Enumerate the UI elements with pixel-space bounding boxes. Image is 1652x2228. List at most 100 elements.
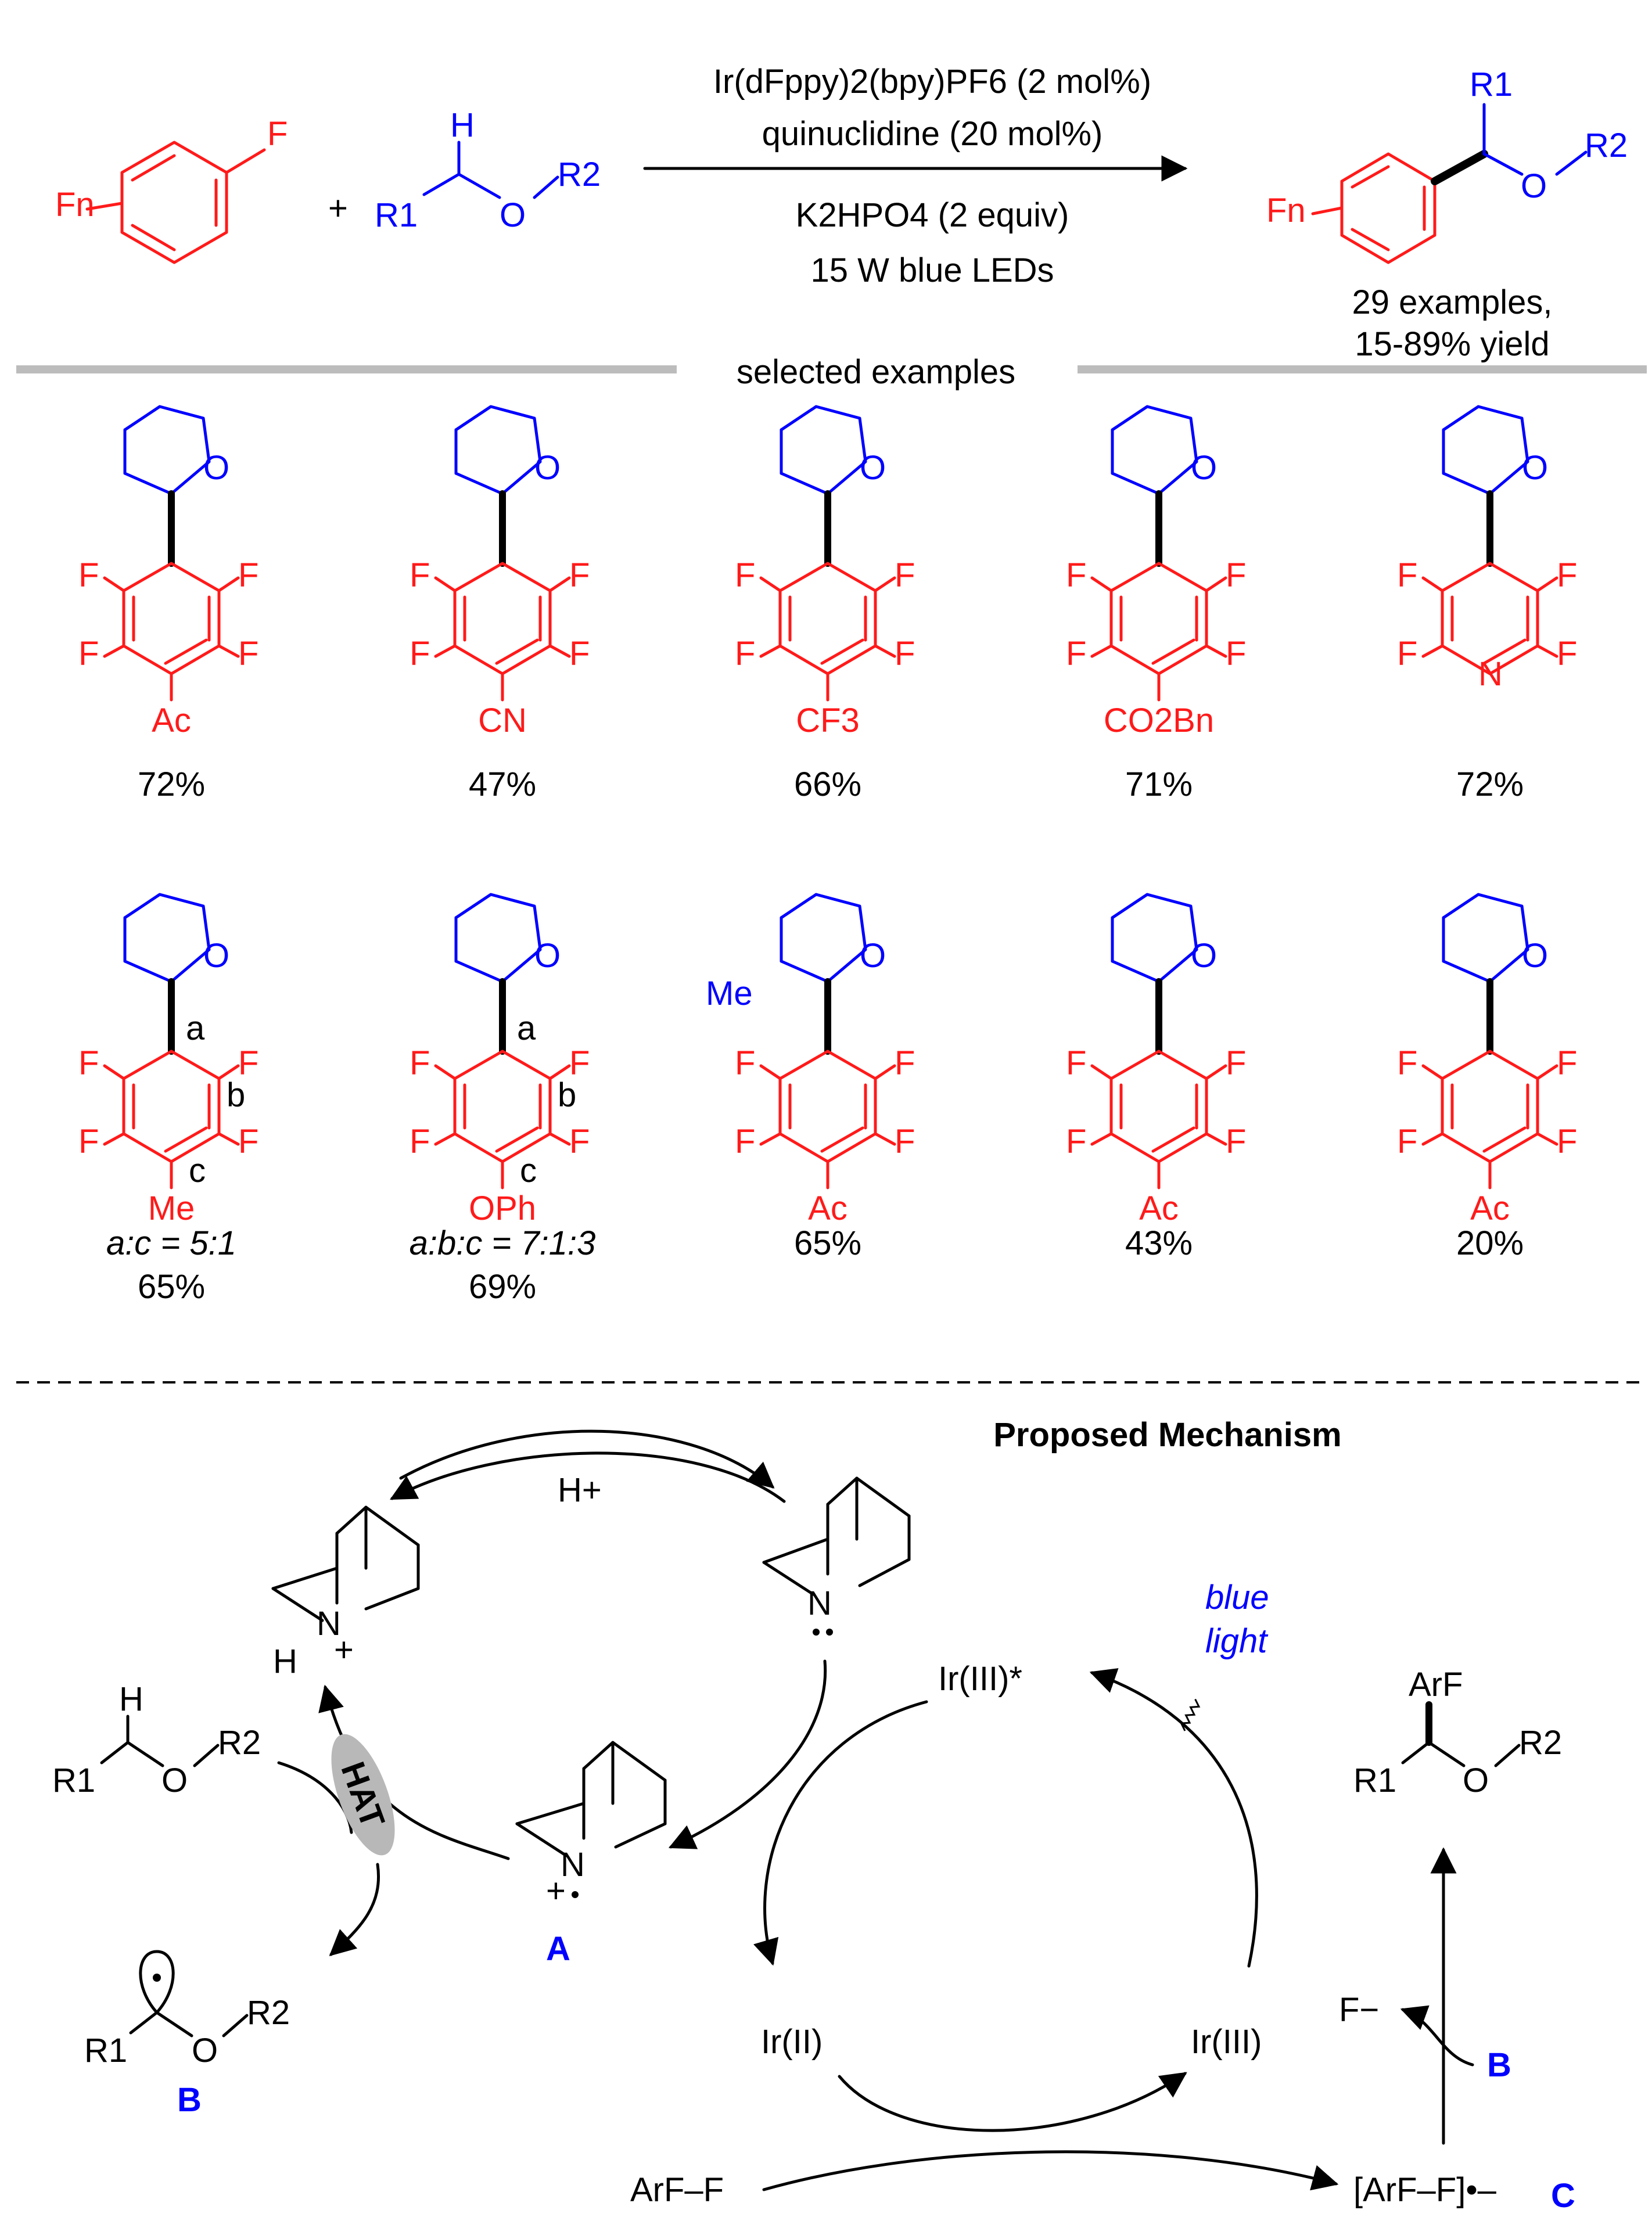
radical-b-structure: R1 O R2 B bbox=[84, 1950, 290, 2119]
fluorine-1: F bbox=[78, 1044, 99, 1082]
ether-r2-label: R2 bbox=[558, 156, 601, 193]
para-substituent: CN bbox=[478, 702, 527, 739]
fluorine-3: F bbox=[735, 1123, 755, 1160]
fluorine-3: F bbox=[410, 1123, 430, 1160]
ring-oxygen: O bbox=[1191, 937, 1217, 975]
position-b: b bbox=[227, 1076, 245, 1114]
yield-label: 20% bbox=[1456, 1224, 1524, 1262]
h-plus-label: H+ bbox=[558, 1471, 602, 1509]
fluorine-1: F bbox=[1397, 556, 1417, 594]
product-fn-label: Fn bbox=[1266, 192, 1306, 229]
reactant-f-label: F bbox=[267, 115, 288, 153]
reactant-fluoroarene: F Fn bbox=[55, 115, 288, 264]
fluorine-4: F bbox=[238, 635, 258, 673]
fluorine-2: F bbox=[1226, 1044, 1246, 1082]
reactant-ether: H R1 O R2 bbox=[375, 106, 601, 234]
quinuclidine-structure: N bbox=[762, 1476, 911, 1636]
set-arrow bbox=[838, 2072, 1187, 2132]
yield-label: 65% bbox=[138, 1268, 205, 1306]
yield-label: 69% bbox=[469, 1268, 536, 1306]
para-substituent: Ac bbox=[1470, 1190, 1510, 1227]
fluorine-3: F bbox=[78, 635, 99, 673]
mech-product-o: O bbox=[1463, 1762, 1489, 1799]
radical-r1: R1 bbox=[84, 2032, 127, 2069]
fluorine-3: F bbox=[410, 635, 430, 673]
summary-line-1: 29 examples, bbox=[1352, 283, 1553, 321]
label-b-radical: B bbox=[177, 2081, 202, 2119]
proton-arrow-right bbox=[399, 1429, 775, 1489]
fluorine-3: F bbox=[1397, 635, 1417, 673]
radical-r2: R2 bbox=[247, 1994, 290, 2032]
mech-ether-r1: R1 bbox=[52, 1762, 95, 1799]
mech-ether-h: H bbox=[119, 1680, 143, 1718]
ir-ii-label: Ir(II) bbox=[761, 2023, 823, 2061]
quinuclidine-n: N bbox=[807, 1584, 832, 1622]
methyl-label: Me bbox=[706, 975, 753, 1012]
fluorine-3: F bbox=[735, 635, 755, 673]
hat-radical-out bbox=[329, 1863, 380, 1957]
quinuclidinium-h: H bbox=[273, 1643, 297, 1680]
fluorine-4: F bbox=[569, 635, 590, 673]
fluorine-3: F bbox=[78, 1123, 99, 1160]
radical-o: O bbox=[192, 2032, 218, 2069]
radical-cation-n: N bbox=[561, 1846, 585, 1884]
product-r2-label: R2 bbox=[1585, 127, 1628, 164]
proton-arrow-left bbox=[390, 1451, 786, 1503]
fluorine-2: F bbox=[238, 1044, 258, 1082]
regio-ratio: a:b:c = 7:1:3 bbox=[410, 1224, 596, 1262]
label-a: A bbox=[546, 1930, 570, 1968]
fluorine-1: F bbox=[410, 1044, 430, 1082]
f-minus-label: F− bbox=[1339, 1991, 1379, 2029]
position-c: c bbox=[520, 1152, 537, 1190]
label-c: C bbox=[1551, 2177, 1575, 2215]
fluorine-4: F bbox=[1226, 1123, 1246, 1160]
fluorine-3: F bbox=[1397, 1123, 1417, 1160]
yield-label: 47% bbox=[469, 766, 536, 803]
fluorine-3: F bbox=[1066, 1123, 1086, 1160]
fluorine-1: F bbox=[1397, 1044, 1417, 1082]
para-substituent: CO2Bn bbox=[1104, 702, 1214, 739]
summary-line-2: 15-89% yield bbox=[1355, 325, 1549, 363]
oxidation-arrow bbox=[668, 1659, 827, 1849]
mech-product-arf: ArF bbox=[1409, 1666, 1463, 1704]
ring-oxygen: O bbox=[1522, 449, 1548, 487]
radical-cation-plus: + bbox=[546, 1872, 566, 1910]
para-substituent: Ac bbox=[808, 1190, 847, 1227]
ring-oxygen: O bbox=[860, 937, 886, 975]
fluorine-2: F bbox=[895, 1044, 915, 1082]
regio-ratio: a:c = 5:1 bbox=[106, 1224, 236, 1262]
fluorine-4: F bbox=[238, 1123, 258, 1160]
mech-ether-r2: R2 bbox=[218, 1724, 261, 1762]
condition-light: 15 W blue LEDs bbox=[810, 251, 1054, 289]
fluorine-2: F bbox=[895, 556, 915, 594]
fluorine-4: F bbox=[1557, 1123, 1577, 1160]
reduction-arrow bbox=[753, 1700, 928, 1966]
para-substituent: OPh bbox=[469, 1190, 536, 1227]
yield-label: 43% bbox=[1125, 1224, 1193, 1262]
radical-cation-a-structure: N + A bbox=[515, 1741, 667, 1968]
fluorine-4: F bbox=[1557, 635, 1577, 673]
product-structure: R1 O R2 Fn bbox=[1266, 66, 1628, 264]
blue-light-line-1: blue bbox=[1205, 1579, 1269, 1616]
quinuclidinium-structure: N H + bbox=[271, 1505, 420, 1680]
ring-oxygen: O bbox=[534, 937, 561, 975]
ir-iii-label: Ir(III) bbox=[1191, 2023, 1262, 2061]
yield-label: 66% bbox=[794, 766, 861, 803]
reactant-fn-label: Fn bbox=[55, 186, 95, 224]
ring-oxygen: O bbox=[534, 449, 561, 487]
yield-label: 72% bbox=[1456, 766, 1524, 803]
position-b: b bbox=[558, 1076, 576, 1114]
fluorine-1: F bbox=[735, 1044, 755, 1082]
fluorine-1: F bbox=[410, 556, 430, 594]
section-header: selected examples bbox=[737, 353, 1015, 391]
excitation-arrow bbox=[1089, 1668, 1258, 1968]
fluorine-2: F bbox=[569, 1044, 590, 1082]
pyridine-n: N bbox=[1478, 655, 1503, 693]
